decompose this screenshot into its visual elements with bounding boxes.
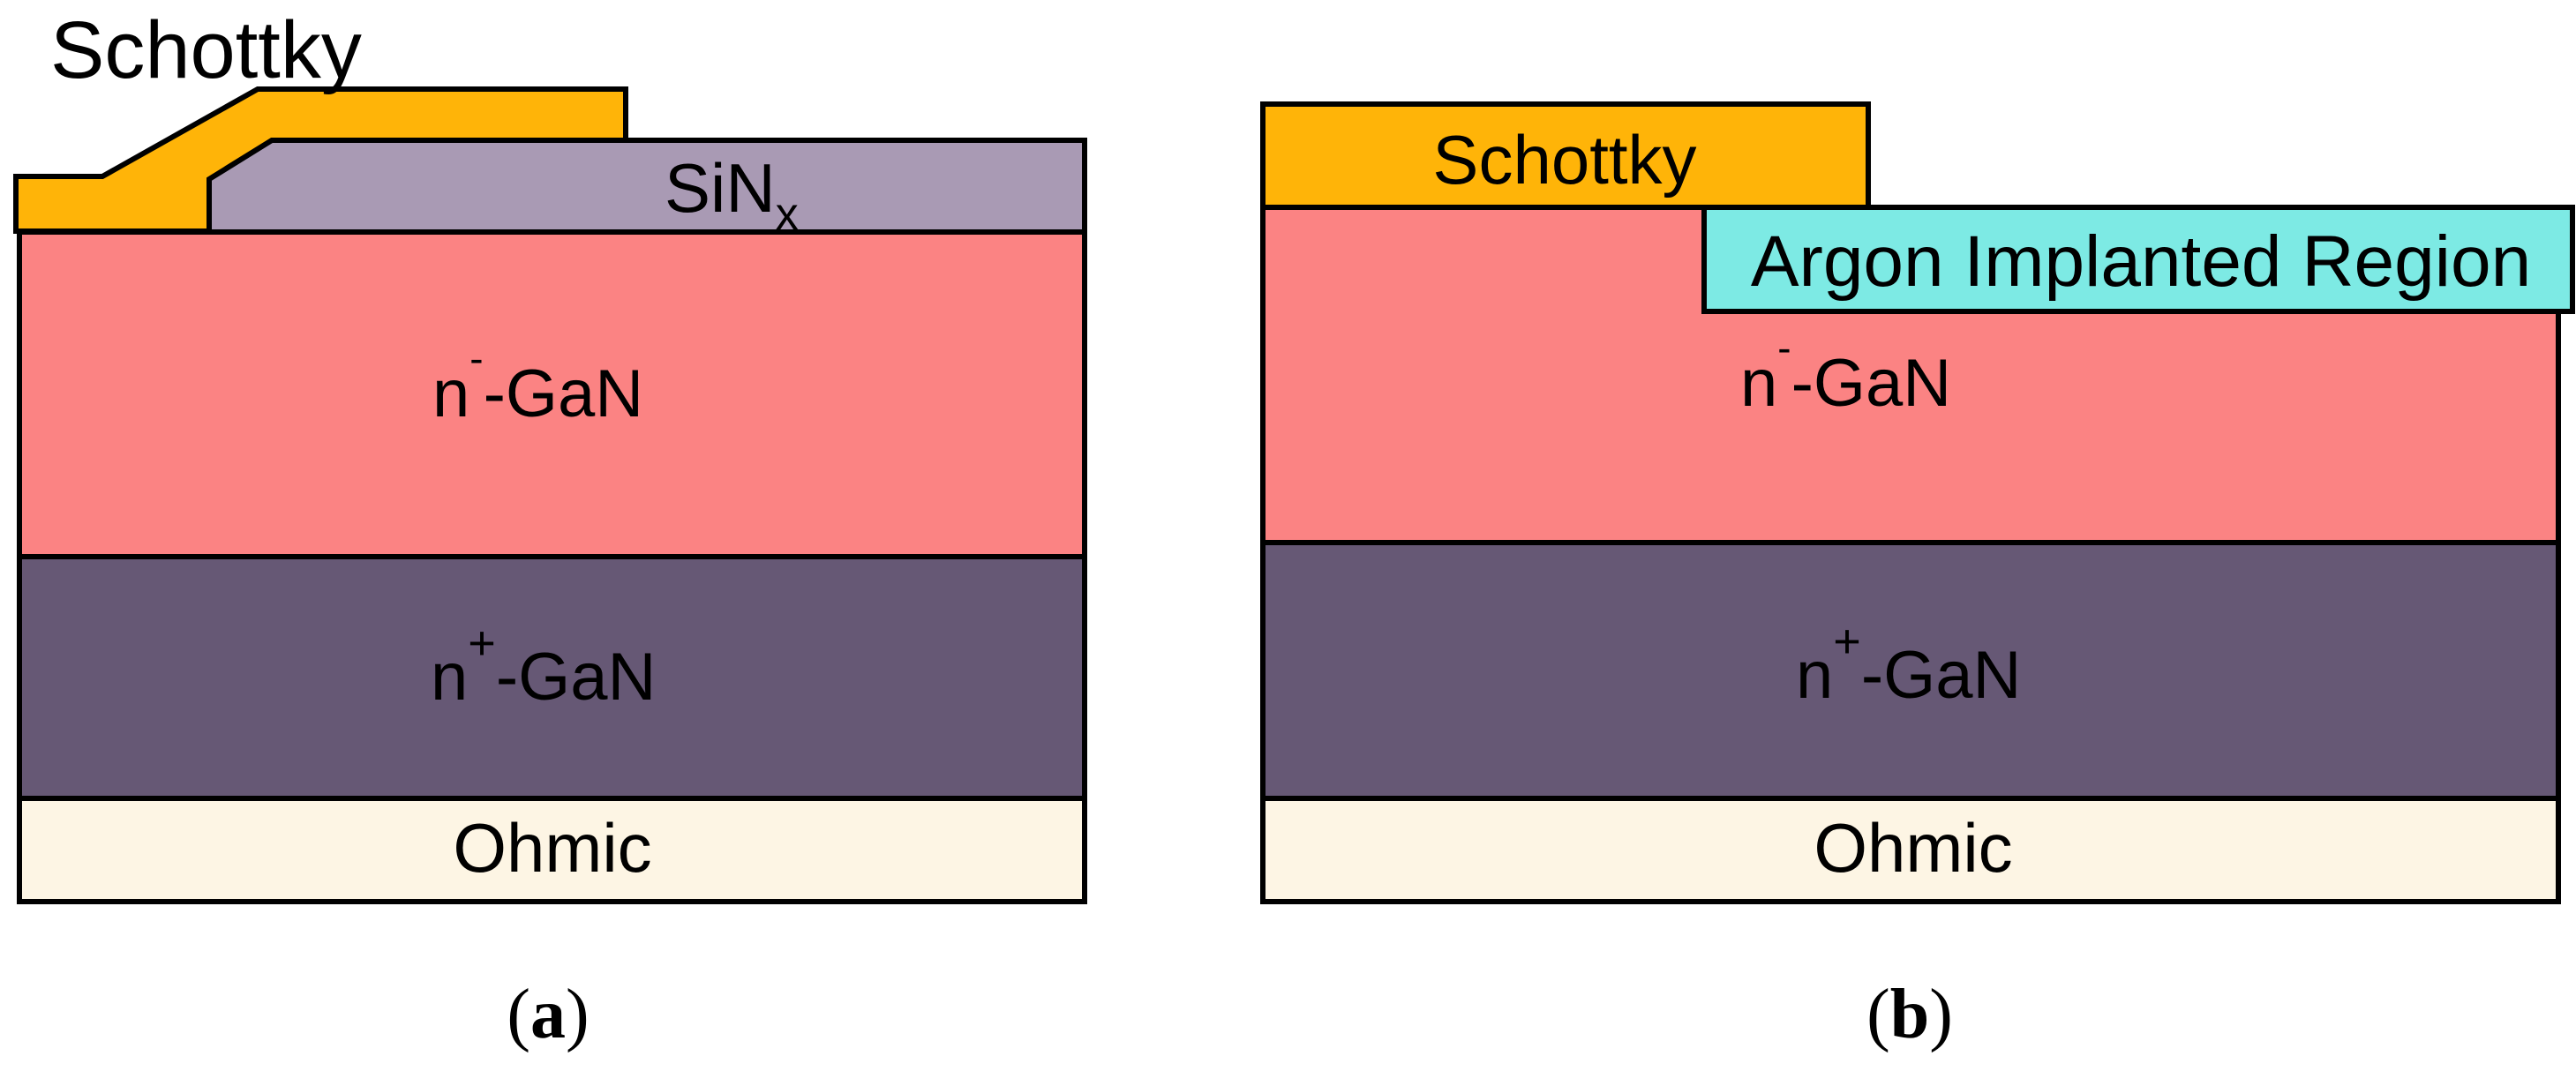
panel-b-n-minus-pre: n <box>1740 346 1777 421</box>
panel-b-n-plus-gan-label: n+-GaN <box>1796 615 2021 713</box>
panel-a-n-minus-post: -GaN <box>484 356 644 431</box>
panel-b-n-minus-gan-label: n--GaN <box>1740 325 1951 421</box>
panel-a-sinx-label: SiNx <box>665 149 799 240</box>
panel-a-sinx-layer <box>207 138 1087 235</box>
panel-a-caption-open-paren: ( <box>507 976 530 1053</box>
panel-b-argon-implanted-region <box>1701 205 2575 314</box>
panel-a-ohmic-label: Ohmic <box>453 809 651 887</box>
panel-a-sinx-label-subscript: x <box>776 189 799 240</box>
panel-b-n-plus-superscript: + <box>1833 615 1861 668</box>
panel-a-n-minus-gan-label: n--GaN <box>432 335 643 431</box>
panel-a-caption-close-paren: ) <box>566 976 590 1053</box>
panel-a-ohmic-layer <box>17 796 1087 904</box>
panel-a-n-minus-gan-layer <box>17 229 1087 559</box>
panel-a-n-plus-superscript: + <box>468 617 496 670</box>
panel-b-argon-label: Argon Implanted Region <box>1751 221 2531 302</box>
panel-b-ohmic-label: Ohmic <box>1814 809 2012 887</box>
panel-a-caption-letter: a <box>530 976 566 1053</box>
panel-a: Schottky SiNx n--GaN n+-GaN Ohmic (a) <box>13 5 1087 1053</box>
panel-a-caption: (a) <box>507 976 589 1053</box>
panel-b-n-plus-pre: n <box>1796 638 1833 713</box>
panel-b-n-minus-superscript: - <box>1777 325 1791 371</box>
panel-a-n-plus-gan-layer <box>17 554 1087 801</box>
panel-b-caption: (b) <box>1866 976 1953 1053</box>
panel-a-n-minus-pre: n <box>432 356 469 431</box>
panel-b-caption-letter: b <box>1890 976 1930 1053</box>
panel-a-schottky-metal <box>13 86 628 234</box>
panel-a-n-plus-gan-label: n+-GaN <box>431 617 656 715</box>
panel-b-ohmic-layer <box>1260 796 2561 904</box>
panel-a-schottky-label: Schottky <box>50 5 362 95</box>
panel-b: Schottky Argon Implanted Region n--GaN n… <box>1260 101 2575 1053</box>
panel-b-schottky-label: Schottky <box>1432 121 1696 198</box>
panel-b-n-minus-post: -GaN <box>1791 346 1952 421</box>
panel-a-n-plus-post: -GaN <box>496 640 657 715</box>
panel-b-caption-close-paren: ) <box>1929 976 1953 1053</box>
panel-a-n-minus-superscript: - <box>469 335 483 381</box>
panel-b-n-plus-gan-layer <box>1260 540 2561 801</box>
panel-a-sinx-label-base: SiN <box>665 149 776 227</box>
panel-a-n-plus-pre: n <box>431 640 468 715</box>
panel-b-schottky-metal <box>1260 101 1871 210</box>
panel-b-n-plus-post: -GaN <box>1861 638 2022 713</box>
panel-b-caption-open-paren: ( <box>1866 976 1890 1053</box>
